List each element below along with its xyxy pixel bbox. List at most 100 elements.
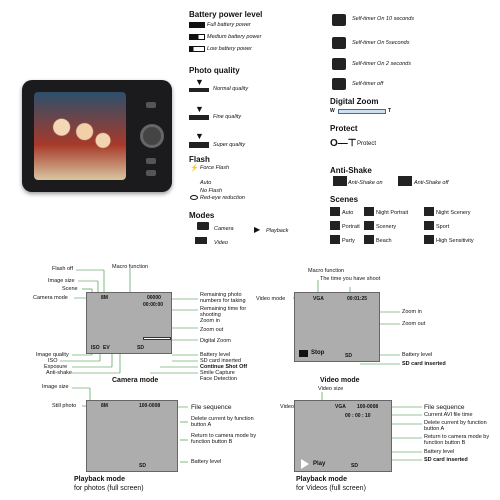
pv-video-label: Video xyxy=(280,404,294,410)
super-quality-icon: ▼ xyxy=(195,131,204,141)
flash-heading: Flash xyxy=(189,155,210,164)
camera-button xyxy=(146,102,156,108)
video-mode-caption: Video mode xyxy=(320,377,360,384)
macro-function-label: Macro function xyxy=(112,264,149,270)
self-timer-2-label: Self-timer On 2 seconds xyxy=(352,61,411,67)
modes-heading: Modes xyxy=(189,211,215,220)
scene-high-sensitivity-label: High Sensitivity xyxy=(436,238,474,244)
photo-count-value: 00000 xyxy=(147,295,161,301)
self-timer-off-icon xyxy=(332,78,346,90)
pv-file-sequence-label: File sequence xyxy=(424,404,465,411)
self-timer-10-label: Self-timer On 10 seconds xyxy=(352,16,415,22)
scene-scenery-label: Scenery xyxy=(376,224,397,230)
pb-return-label: Return to camera mode by function button… xyxy=(191,433,257,445)
stop-value: Stop xyxy=(311,350,325,356)
pv-battery-label: Battery level xyxy=(424,449,455,455)
still-photo-label: Still photo xyxy=(52,403,77,409)
zoom-bar-icon xyxy=(338,109,386,114)
scene-scenery-icon xyxy=(364,221,374,230)
zoom-out-label: Zoom out xyxy=(200,327,224,333)
camera-screen-family-photo xyxy=(34,92,126,180)
pb-image-size-value: 8M xyxy=(101,403,108,409)
pb-delete-label: Delete current by function button A xyxy=(191,416,254,428)
play-icon[interactable] xyxy=(301,459,309,469)
scene-beach-icon xyxy=(364,235,374,244)
scene-night-portrait-label: Night Portrait xyxy=(376,210,409,216)
camera-mode-screen: 8M 00000 00:00:00 ISO EV SD xyxy=(86,292,172,354)
fine-quality-icon: ▼ xyxy=(195,104,204,114)
pb-video-caption: Playback mode xyxy=(296,476,347,483)
camera-dial xyxy=(140,124,164,148)
digital-zoom-label: Digital Zoom xyxy=(200,338,231,344)
scene-night-portrait-icon xyxy=(364,207,374,216)
scene-auto-icon xyxy=(330,207,340,216)
iso-label: ISO xyxy=(48,358,58,364)
red-eye-icon xyxy=(190,195,198,200)
photo-quality-heading: Photo quality xyxy=(189,66,240,75)
digital-zoom-heading: Digital Zoom xyxy=(330,97,379,106)
remaining-photo-label: Remaining photo numbers for taking xyxy=(200,292,246,304)
scene-auto-label: Auto xyxy=(342,210,354,216)
zoom-in-label: Zoom in xyxy=(200,318,220,324)
camera-button xyxy=(146,158,156,164)
video-time-value: 00:01:25 xyxy=(347,296,368,302)
iso-value: ISO xyxy=(91,345,100,351)
face-detection-label: Face Detection xyxy=(200,376,237,382)
anti-shake-on-label: Anti-Shake on xyxy=(348,180,383,186)
smile-capture-label: Smile Capture xyxy=(200,370,235,376)
camera-photo xyxy=(22,80,172,192)
scene-party-label: Party xyxy=(342,238,355,244)
super-quality-label: Super quality xyxy=(213,142,246,148)
camera-mode-label: Camera xyxy=(214,226,234,232)
scenes-heading: Scenes xyxy=(330,195,359,204)
playback-photo-screen: 8M 100-0008 SD xyxy=(86,400,178,472)
video-sd-label: SD card inserted xyxy=(402,361,446,367)
pv-seq-value: 100-0008 xyxy=(357,404,379,410)
battery-medium-icon xyxy=(189,34,205,40)
self-timer-2-icon xyxy=(332,58,346,70)
pb-battery-label: Battery level xyxy=(191,459,222,465)
playback-video-screen: VGA 100-0008 00 : 00 : 10 Play SD xyxy=(294,400,392,472)
scene-sport-label: Sport xyxy=(436,224,450,230)
pb-file-sequence-label: File sequence xyxy=(191,404,232,411)
self-timer-5-label: Self-timer On 5seconds xyxy=(352,40,410,46)
scene-night-scenery-label: Night Scenery xyxy=(436,210,471,216)
self-timer-5-icon xyxy=(332,37,346,49)
pb-image-size-label: Image size xyxy=(42,384,69,390)
video-mode-icon xyxy=(195,237,207,244)
pv-sd-label: SD card inserted xyxy=(424,457,468,463)
flash-off-label: Flash off xyxy=(52,266,73,272)
scene-label: Scene xyxy=(62,286,78,292)
video-battery-label: Battery level xyxy=(402,352,433,358)
self-timer-off-label: Self-timer off xyxy=(352,81,384,87)
image-size-value: 8M xyxy=(101,295,108,301)
continue-shot-label: Continue Shot Off xyxy=(200,364,248,370)
playback-mode-label: Playback xyxy=(266,228,289,234)
scene-portrait-label: Portrait xyxy=(342,224,360,230)
sd-value: SD xyxy=(137,345,144,351)
anti-shake-off-label: Anti-Shake off xyxy=(414,180,449,186)
pb-photo-caption-sub: for photos (full screen) xyxy=(74,485,144,492)
battery-low-icon xyxy=(189,46,205,52)
pv-size-value: VGA xyxy=(335,404,346,410)
normal-quality-bar-icon xyxy=(189,88,209,92)
video-zoom-out-label: Zoom out xyxy=(402,321,426,327)
video-sd-value: SD xyxy=(345,353,352,359)
pv-avi-time-label: Current AVI file time xyxy=(424,412,473,418)
pv-video-size-label: Video size xyxy=(318,386,344,392)
pv-delete-label: Delete current by function button A xyxy=(424,420,487,432)
normal-quality-icon: ▼ xyxy=(195,77,204,87)
pv-sd-value: SD xyxy=(351,463,358,469)
pb-video-caption-sub: for Videos (full screen) xyxy=(296,485,366,492)
zoom-bar-icon xyxy=(143,337,171,340)
scene-party-icon xyxy=(330,235,340,244)
normal-quality-label: Normal quality xyxy=(213,86,249,92)
playback-mode-icon: ▶ xyxy=(254,225,261,234)
camera-mode-caption: Camera mode xyxy=(112,377,159,384)
battery-heading: Battery power level xyxy=(189,10,263,19)
video-zoom-in-label: Zoom in xyxy=(402,309,422,315)
play-value: Play xyxy=(313,461,326,467)
pv-return-label: Return to camera mode by function button… xyxy=(424,434,490,446)
scene-night-scenery-icon xyxy=(424,207,434,216)
battery-full-label: Full battery power xyxy=(207,22,251,28)
